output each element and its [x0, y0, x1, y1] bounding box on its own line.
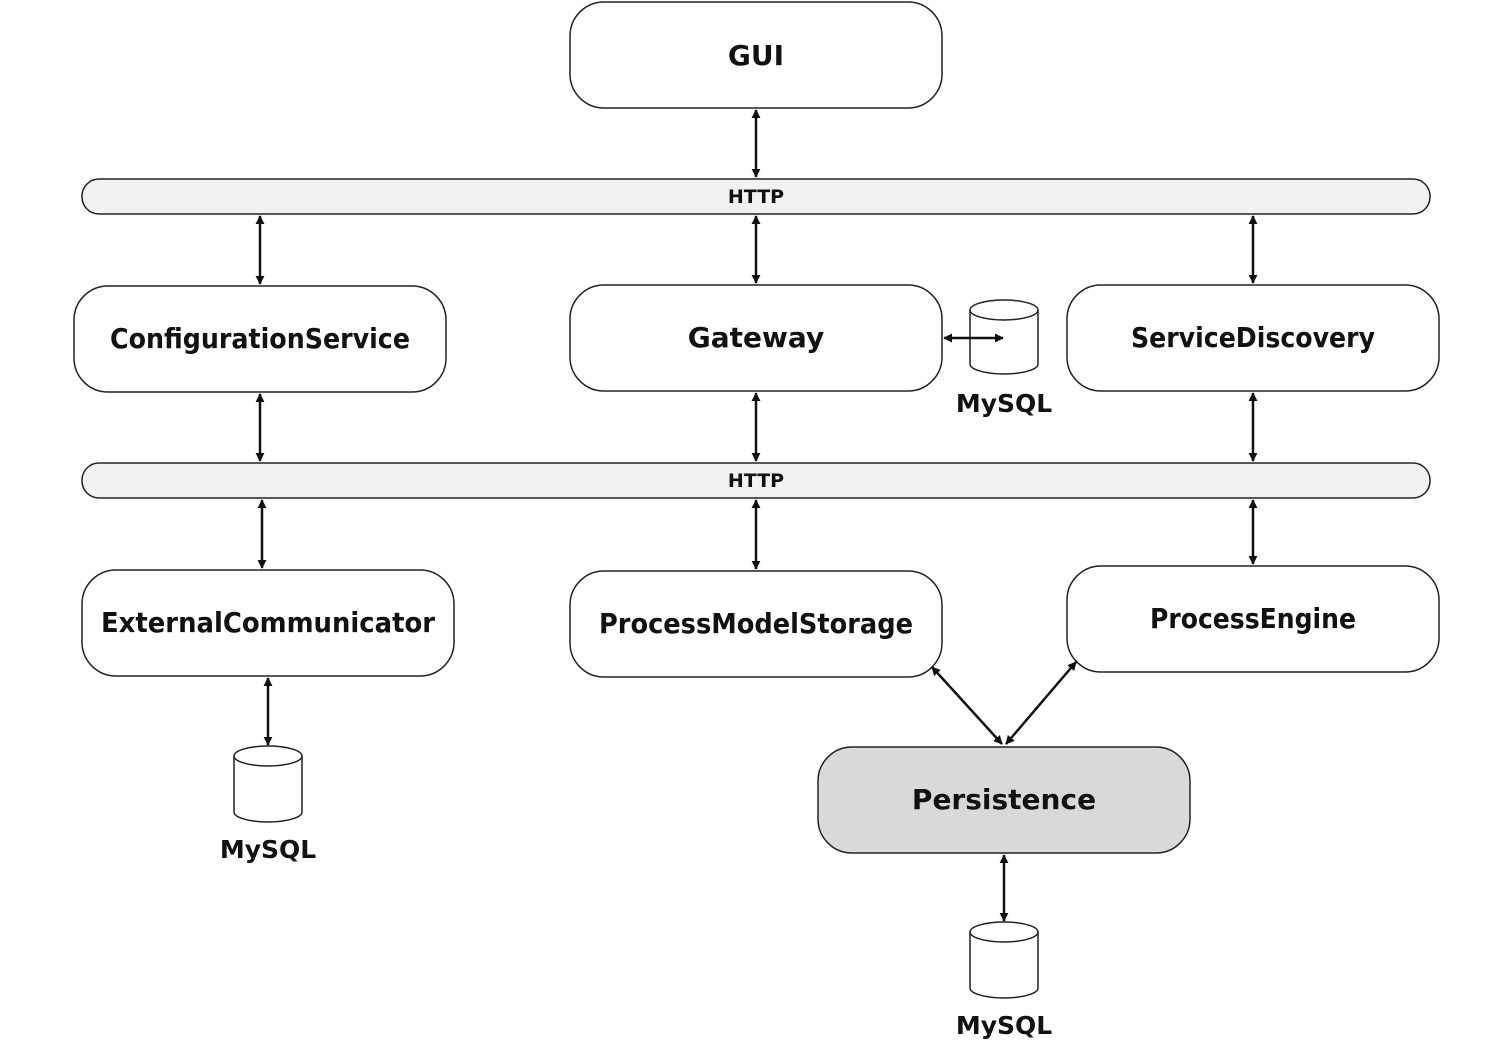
node-gateway: Gateway — [569, 284, 943, 392]
node-configuration-service-label: ConfigurationService — [110, 322, 410, 355]
database-icon — [969, 299, 1039, 375]
http-bus-bottom: HTTP — [81, 462, 1431, 499]
database-icon — [233, 745, 303, 823]
node-service-discovery: ServiceDiscovery — [1066, 284, 1440, 392]
arrow-process-engine-persistence — [1005, 661, 1077, 745]
http-bus-top-label: HTTP — [728, 186, 784, 208]
node-external-communicator: ExternalCommunicator — [81, 569, 455, 677]
database-gateway: MySQL — [956, 299, 1052, 418]
node-service-discovery-label: ServiceDiscovery — [1131, 321, 1375, 354]
node-persistence: Persistence — [817, 746, 1191, 854]
arrow-process-model-storage-persistence — [931, 666, 1003, 745]
node-process-engine: ProcessEngine — [1066, 565, 1440, 673]
node-gui-label: GUI — [728, 39, 784, 72]
node-external-communicator-label: ExternalCommunicator — [101, 606, 435, 639]
node-gui: GUI — [569, 1, 943, 109]
database-icon — [969, 921, 1039, 999]
database-persistence-label: MySQL — [956, 1011, 1052, 1040]
database-gateway-label: MySQL — [956, 389, 1052, 418]
http-bus-bottom-label: HTTP — [728, 470, 784, 492]
node-gateway-label: Gateway — [688, 321, 824, 354]
node-persistence-label: Persistence — [912, 783, 1096, 816]
node-process-engine-label: ProcessEngine — [1150, 602, 1356, 635]
http-bus-top: HTTP — [81, 178, 1431, 215]
database-external-communicator: MySQL — [220, 745, 316, 864]
node-process-model-storage-label: ProcessModelStorage — [599, 607, 913, 640]
node-process-model-storage: ProcessModelStorage — [569, 570, 943, 678]
database-external-communicator-label: MySQL — [220, 835, 316, 864]
database-persistence: MySQL — [956, 921, 1052, 1040]
connectors — [255, 109, 1258, 922]
node-configuration-service: ConfigurationService — [73, 285, 447, 393]
